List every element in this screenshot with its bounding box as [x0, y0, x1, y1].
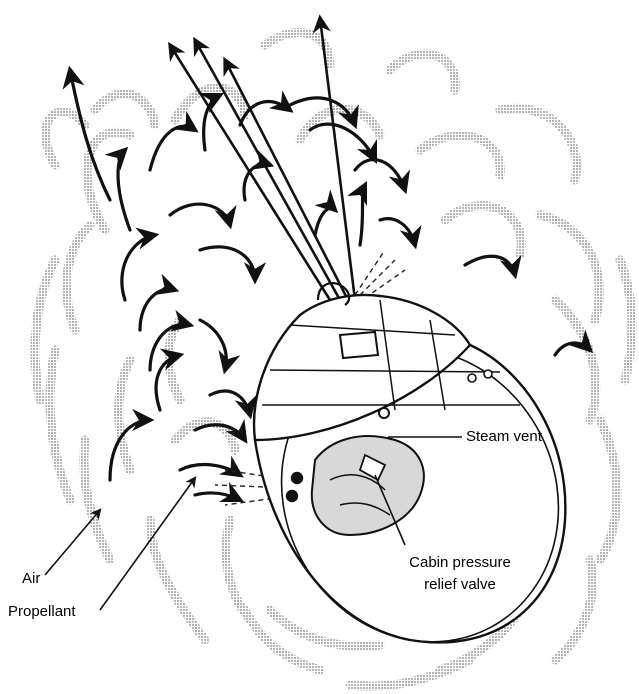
air-streak	[555, 300, 596, 420]
cabin-valve-label-line1: Cabin pressure	[409, 552, 511, 574]
cabin-valve-label-line2: relief valve	[409, 574, 511, 596]
flow-arrow	[140, 289, 175, 330]
air-streak	[620, 260, 632, 380]
thruster-port	[292, 473, 302, 483]
thruster-port	[287, 491, 297, 501]
flow-arrow	[170, 204, 230, 225]
air-streak	[445, 206, 521, 255]
air-label: Air	[22, 570, 40, 587]
air-streak	[119, 360, 130, 470]
propellant-leader	[100, 478, 195, 610]
air-streak	[540, 215, 599, 320]
air-streak	[95, 94, 155, 125]
air-streak	[420, 135, 500, 175]
flow-arrow	[315, 208, 335, 235]
air-streak	[67, 225, 90, 330]
port	[484, 370, 492, 378]
air-streak	[555, 560, 593, 660]
cabin-pressure-relief-valve-label: Cabin pressure relief valve	[409, 552, 511, 596]
flow-arrow	[150, 126, 195, 170]
air-streak	[46, 112, 85, 165]
flow-arrow	[380, 219, 415, 245]
flow-arrow	[210, 391, 250, 415]
air-streak	[350, 660, 470, 686]
air-streak	[390, 54, 455, 90]
air-streak	[500, 108, 577, 180]
flow-arrow	[195, 493, 240, 500]
steam-vent-label: Steam vent	[466, 428, 542, 445]
air-streak	[600, 420, 617, 560]
port	[468, 374, 476, 382]
flow-arrow	[180, 465, 240, 475]
flow-arrow	[310, 124, 375, 160]
air-streak	[226, 520, 255, 625]
air-streak	[150, 520, 205, 640]
jet-line	[195, 40, 340, 300]
hatch-window	[340, 332, 378, 358]
flow-arrow	[118, 150, 130, 230]
air-streak	[50, 350, 70, 500]
air-streak	[84, 440, 110, 560]
propellant-label: Propellant	[8, 603, 76, 620]
air-streak	[265, 32, 330, 65]
flow-arrow	[122, 235, 155, 300]
flow-arrow	[465, 256, 515, 275]
flow-arrow	[200, 247, 255, 280]
flow-arrow	[355, 160, 405, 190]
flow-arrow	[360, 185, 365, 245]
steam-vent-port	[379, 408, 389, 418]
flow-arrow	[200, 320, 226, 370]
air-leader	[45, 510, 100, 575]
